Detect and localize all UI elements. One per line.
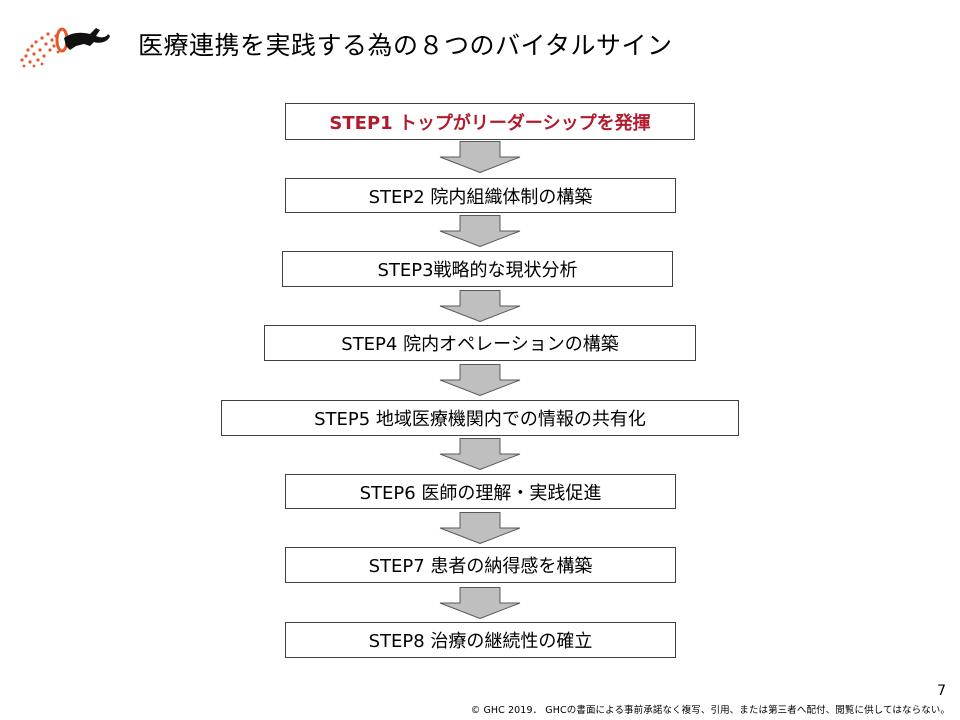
step-2-box: STEP2 院内組織体制の構築 [285,178,676,213]
down-arrow-icon [439,215,521,247]
slide-title: 医療連携を実践する為の８つのバイタルサイン [138,31,673,60]
step-1-box: STEP1 トップがリーダーシップを発揮 [285,103,695,140]
down-arrow-icon [439,364,521,396]
step-7-box: STEP7 患者の納得感を構築 [285,547,676,583]
copyright-notice: © GHC 2019． GHCの書面による事前承諾なく複写、引用、または第三者へ… [470,705,950,716]
step-4-box: STEP4 院内オペレーションの構築 [264,325,696,361]
down-arrow-icon [439,587,521,619]
running-dog-logo-icon [20,27,110,68]
down-arrow-icon [439,438,521,470]
down-arrow-icon [439,512,521,544]
step-3-box: STEP3戦略的な現状分析 [282,251,673,287]
page-number: 7 [937,683,946,699]
step-8-box: STEP8 治療の継続性の確立 [285,622,676,658]
step-6-box: STEP6 医師の理解・実践促進 [285,474,676,509]
step-5-box: STEP5 地域医療機関内での情報の共有化 [221,400,739,436]
down-arrow-icon [439,141,521,173]
down-arrow-icon [439,290,521,322]
